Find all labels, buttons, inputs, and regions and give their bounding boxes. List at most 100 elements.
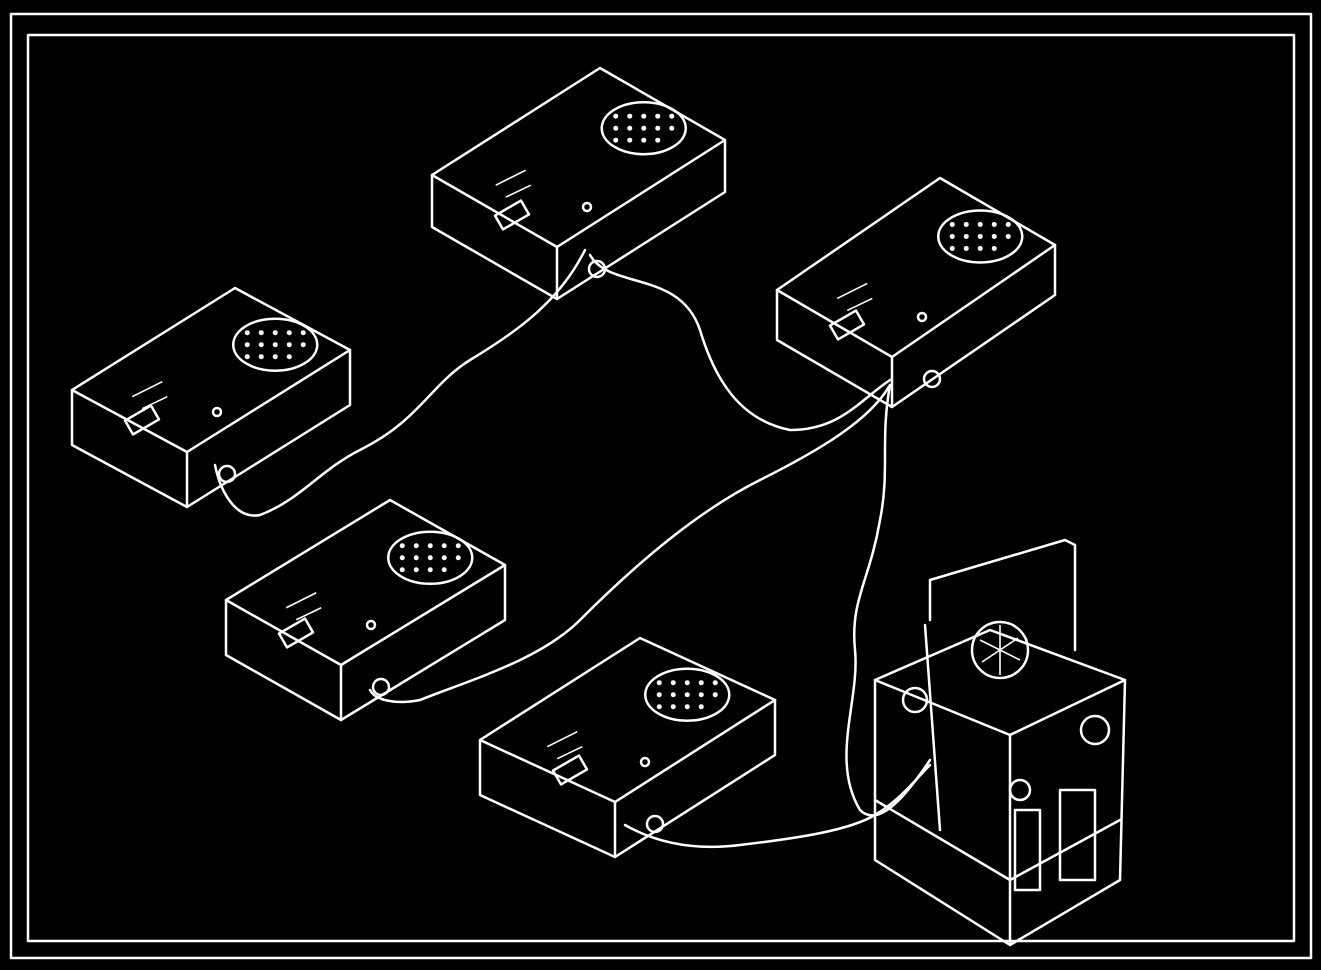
cable-top-to-right xyxy=(588,253,892,432)
grille-hole xyxy=(413,567,419,573)
cable-jack xyxy=(371,677,391,697)
knob xyxy=(581,201,593,213)
grille-hole xyxy=(272,330,278,336)
grille-hole xyxy=(258,330,264,336)
grille-hole xyxy=(286,330,292,336)
devices xyxy=(70,66,1057,859)
grille-hole xyxy=(670,692,676,698)
knob xyxy=(365,619,377,631)
grille-hole xyxy=(991,221,997,227)
grille-hole xyxy=(977,221,983,227)
grille-hole xyxy=(669,113,675,119)
display-window xyxy=(551,754,589,786)
device-body xyxy=(478,698,777,859)
grille-hole xyxy=(399,555,405,561)
grille-hole xyxy=(300,342,306,348)
grille-hole xyxy=(670,704,676,710)
grille-hole xyxy=(977,245,983,251)
cable-jack xyxy=(645,814,665,834)
grille-hole xyxy=(991,245,997,251)
display-window xyxy=(277,617,315,649)
grille-hole xyxy=(613,113,619,119)
grille-hole xyxy=(669,125,675,131)
grille-hole xyxy=(627,113,633,119)
speaker-grille xyxy=(387,530,474,585)
control-markings xyxy=(495,169,532,198)
grille-hole xyxy=(286,354,292,360)
grille-hole xyxy=(698,704,704,710)
cable-right-to-middle xyxy=(368,383,892,704)
grille-hole xyxy=(963,245,969,251)
grille-hole xyxy=(656,680,662,686)
knob xyxy=(916,311,928,323)
grille-hole xyxy=(949,245,955,251)
speaker-grille xyxy=(937,209,1024,264)
grille-hole xyxy=(427,543,433,549)
grille-hole xyxy=(427,555,433,561)
grille-hole xyxy=(441,567,447,573)
cables xyxy=(213,248,932,849)
grille-hole xyxy=(455,543,461,549)
inner-frame xyxy=(26,33,1296,943)
grille-hole xyxy=(258,354,264,360)
base-station xyxy=(873,538,1127,947)
grille-hole xyxy=(1005,233,1011,239)
device-top-face xyxy=(70,286,352,454)
grille-hole xyxy=(1005,221,1011,227)
device-top-face xyxy=(224,498,507,667)
knob xyxy=(639,756,651,768)
grille-hole xyxy=(413,543,419,549)
grille-hole xyxy=(272,354,278,360)
grille-hole xyxy=(949,221,955,227)
grille-hole xyxy=(655,137,661,143)
grille-hole xyxy=(641,113,647,119)
grille-hole xyxy=(712,692,718,698)
grille-hole xyxy=(427,567,433,573)
device-body xyxy=(224,563,507,722)
grille-hole xyxy=(244,342,250,348)
cable-jack xyxy=(217,464,237,484)
device-body xyxy=(775,243,1057,409)
device-unit-bottom xyxy=(478,636,777,859)
cable-right-to-base xyxy=(845,383,932,817)
grille-hole xyxy=(655,113,661,119)
grille-hole xyxy=(455,555,461,561)
control-markings xyxy=(285,592,322,621)
grille-hole xyxy=(272,342,278,348)
grille-hole xyxy=(684,692,690,698)
grille-hole xyxy=(441,543,447,549)
control-markings xyxy=(131,380,168,410)
grille-hole xyxy=(399,543,405,549)
grille-hole xyxy=(244,354,250,360)
device-top-face xyxy=(775,176,1057,359)
knob xyxy=(211,406,223,418)
grille-hole xyxy=(963,221,969,227)
grille-hole xyxy=(698,680,704,686)
grille-hole xyxy=(963,233,969,239)
grille-hole xyxy=(712,680,718,686)
grille-hole xyxy=(613,137,619,143)
grille-hole xyxy=(286,342,292,348)
grille-hole xyxy=(656,704,662,710)
grille-hole xyxy=(656,692,662,698)
grille-hole xyxy=(684,704,690,710)
outer-frame xyxy=(9,12,1313,960)
device-unit-left xyxy=(70,286,352,509)
cable-bottom-to-base xyxy=(623,763,932,849)
grille-hole xyxy=(684,680,690,686)
control-markings xyxy=(546,730,583,760)
control-markings xyxy=(836,282,873,312)
grille-hole xyxy=(641,137,647,143)
grille-hole xyxy=(670,680,676,686)
speaker-grille xyxy=(600,100,687,156)
grille-hole xyxy=(991,233,997,239)
display-window xyxy=(828,309,866,341)
cable-jack xyxy=(922,369,942,389)
device-unit-middle xyxy=(224,498,507,722)
speaker-grille xyxy=(232,317,319,372)
cable-top-to-left xyxy=(213,248,587,517)
device-unit-top xyxy=(430,66,727,301)
grille-hole xyxy=(641,125,647,131)
display-window xyxy=(123,404,161,436)
